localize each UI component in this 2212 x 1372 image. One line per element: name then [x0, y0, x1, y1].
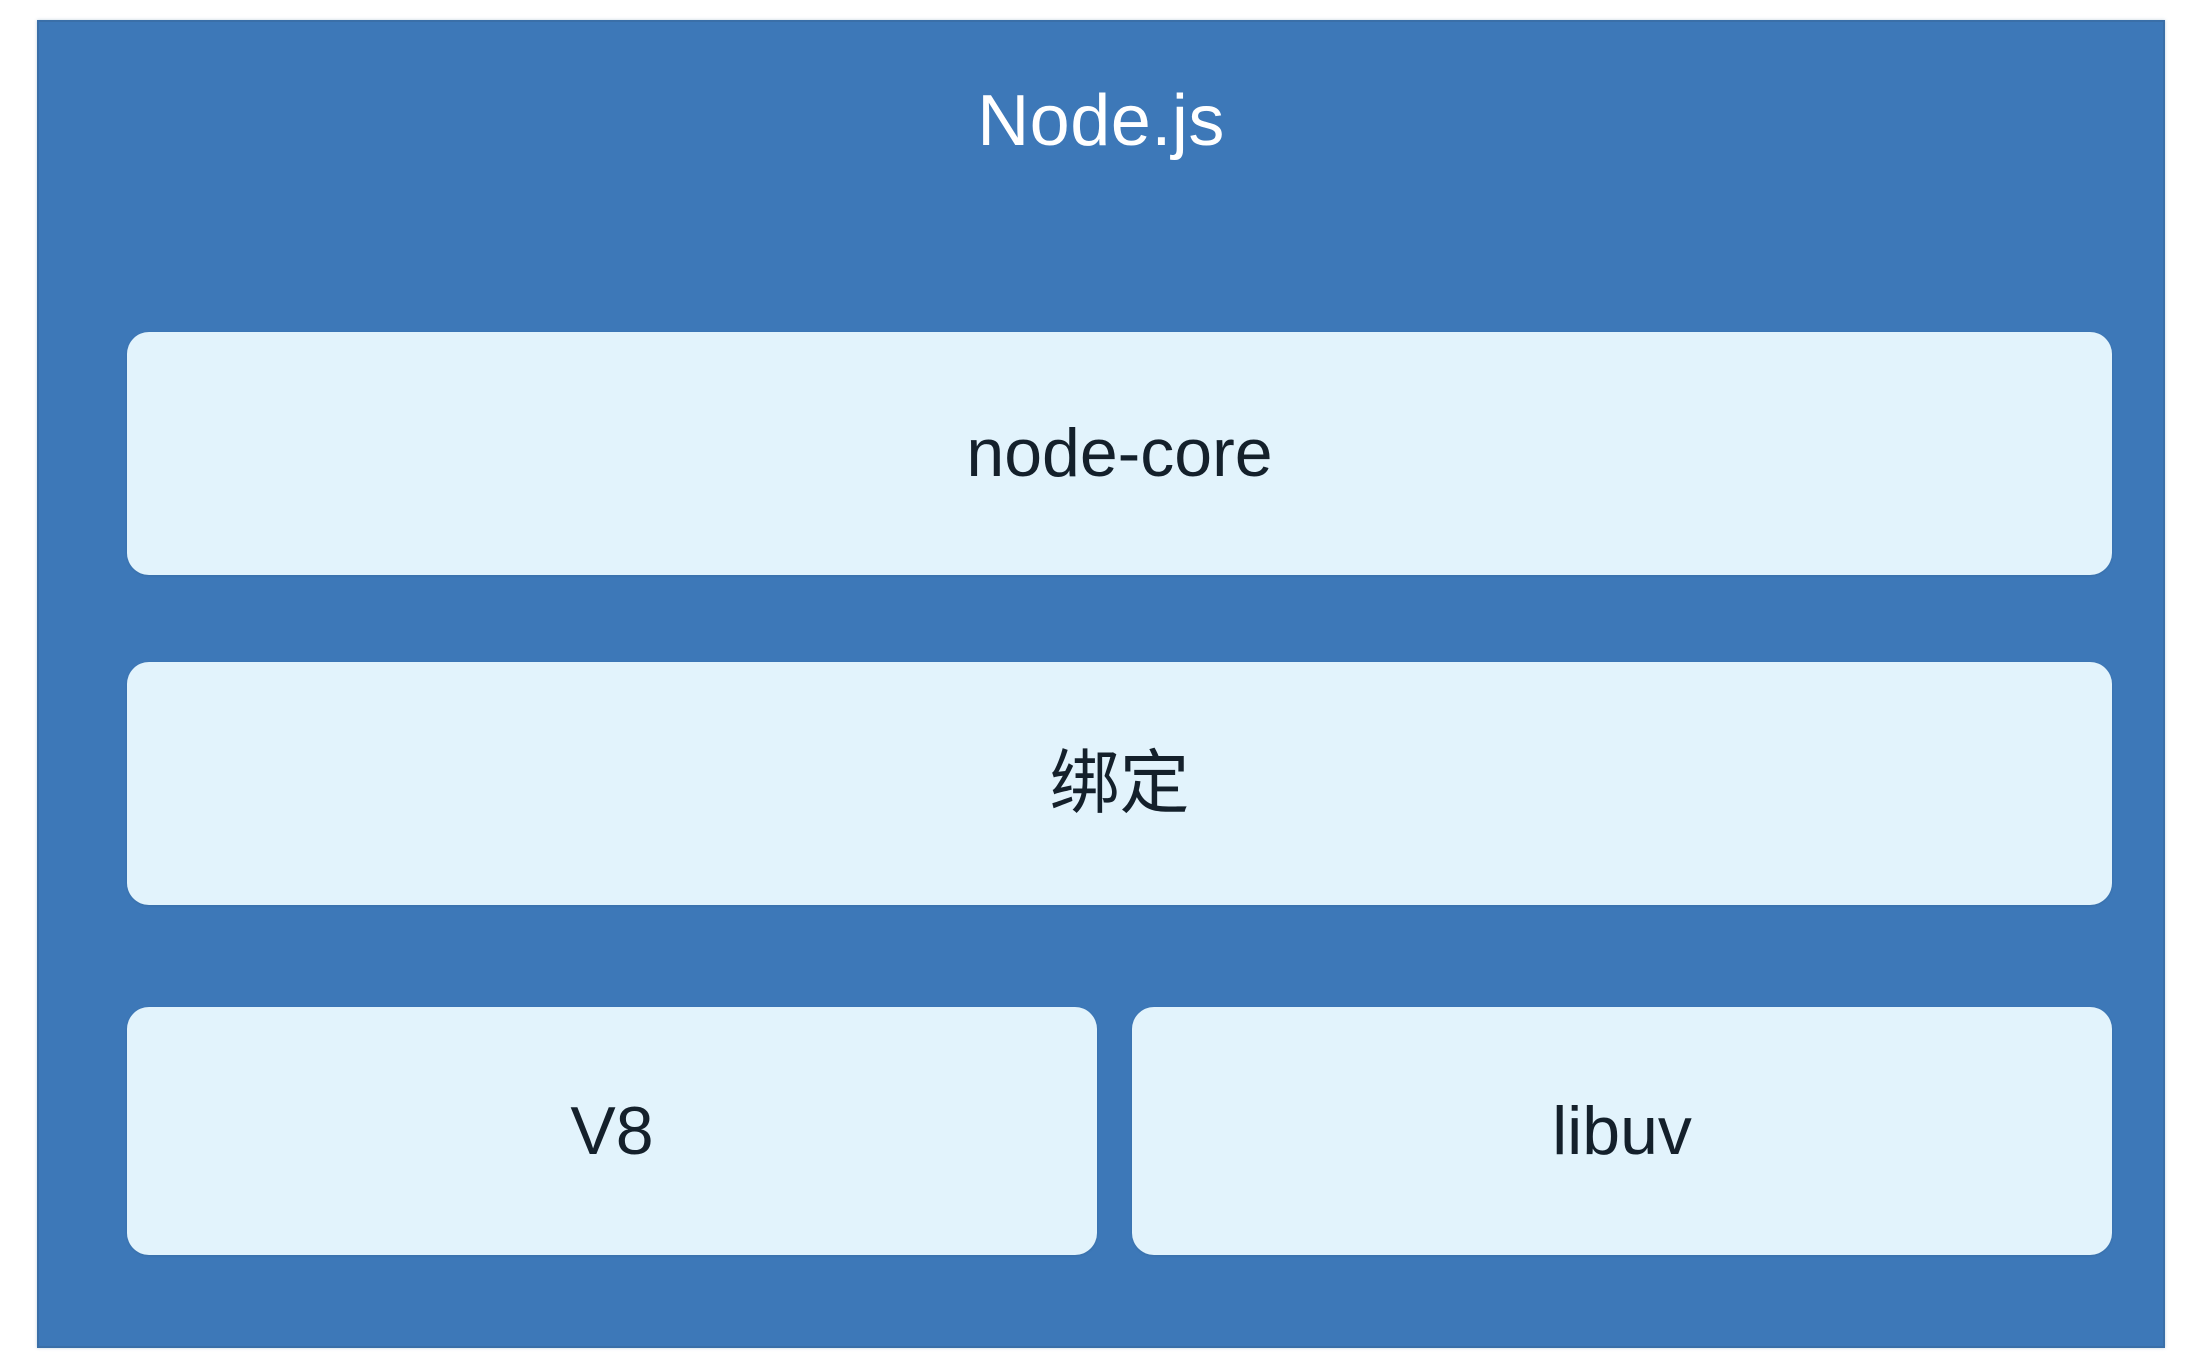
layer-label-libuv: libuv [1552, 1092, 1692, 1169]
nodejs-panel: Node.js node-core 绑定 V8 libuv [37, 20, 2165, 1348]
layer-label-node-core: node-core [966, 415, 1273, 492]
layer-box-v8[interactable]: V8 [127, 1007, 1097, 1255]
layer-box-libuv[interactable]: libuv [1132, 1007, 2112, 1255]
layer-box-node-core[interactable]: node-core [127, 332, 2112, 575]
layer-label-bindings: 绑定 [1049, 742, 1190, 825]
layer-label-v8: V8 [570, 1092, 654, 1169]
page-title: Node.js [977, 81, 1225, 161]
layer-box-bindings[interactable]: 绑定 [127, 662, 2112, 905]
